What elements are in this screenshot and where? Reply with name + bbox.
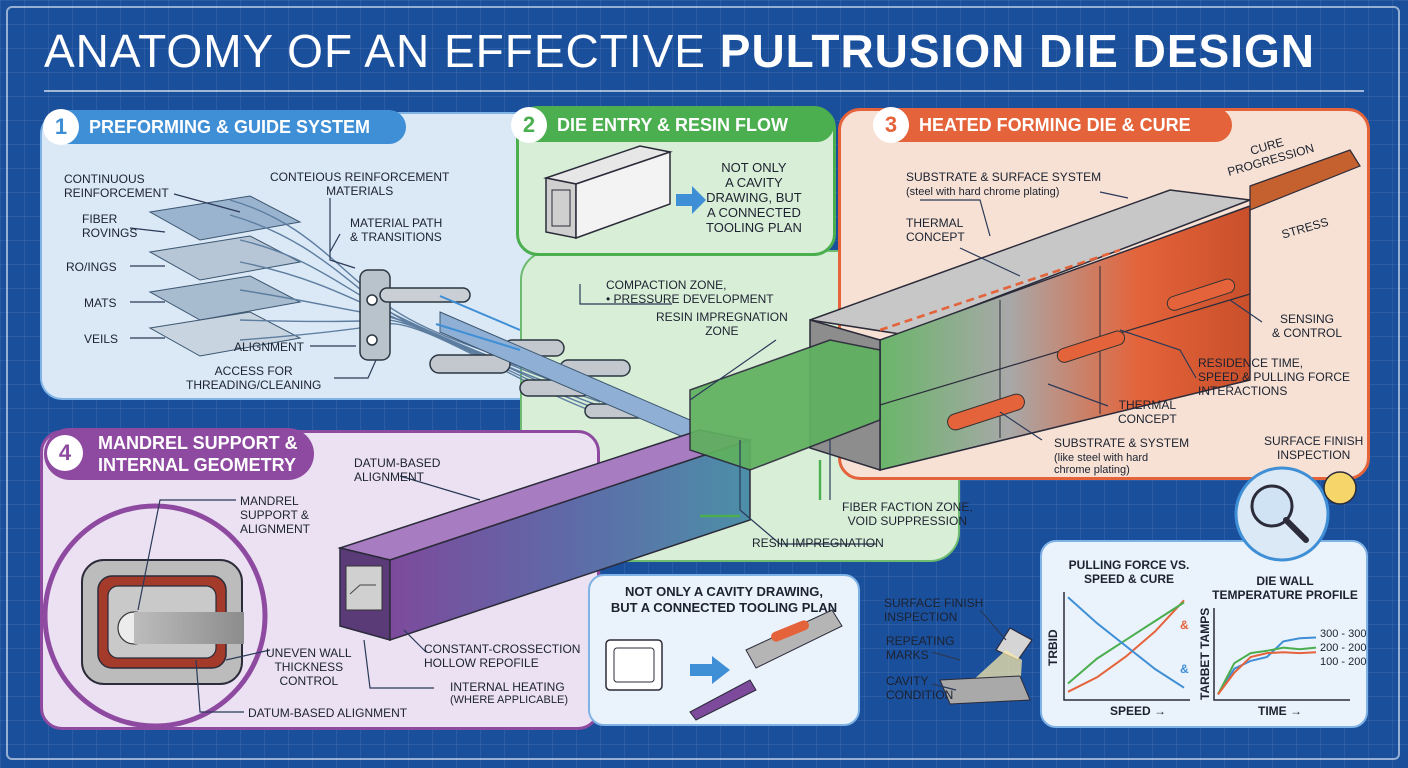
mandrel-title: MANDREL SUPPORT & INTERNAL GEOMETRY xyxy=(98,433,298,475)
label-veils: VEILS xyxy=(84,332,119,346)
label-datum-alignment: DATUM-BASED ALIGNMENT xyxy=(354,456,441,484)
label-thermal-concept: THERMAL CONCEPT xyxy=(906,216,965,244)
title-bold: PULTRUSION DIE DESIGN xyxy=(719,25,1315,77)
mats-stack xyxy=(148,195,302,357)
chart-temp-title: DIE WALL TEMPERATURE PROFILE xyxy=(1212,574,1358,602)
label-substrate-system: SUBSTRATE & SYSTEM xyxy=(1054,436,1190,450)
chart-temp-series-1 xyxy=(1217,636,1317,695)
chart-temp-xlabel: TIME → xyxy=(1258,704,1302,718)
label-compaction-zone: COMPACTION ZONE, • PRESSURE DEVELOPMENT xyxy=(606,278,774,306)
label-sensing-control: SENSING & CONTROL xyxy=(1272,312,1343,340)
chart-force-series-2 xyxy=(1067,601,1185,685)
entry-title: DIE ENTRY & RESIN FLOW xyxy=(557,115,789,135)
tooling-plan-diagram xyxy=(605,609,843,721)
die-assembly xyxy=(689,189,1251,472)
label-constant-crosssection: CONSTANT-CROSSECTION HOLLOW REPOFILE xyxy=(424,642,581,670)
heat-arrow xyxy=(879,248,1121,332)
title-underline xyxy=(44,90,1364,92)
lamp-illustration xyxy=(939,627,1033,705)
leader-lines xyxy=(129,191,1263,713)
chart-force-ylabel: TRBID xyxy=(1046,629,1060,666)
preform-number: 1 xyxy=(43,109,79,145)
chart-temp-tick-1: 300 - 300 xyxy=(1320,628,1367,640)
label-fiber-fraction: FIBER FACTION ZONE, VOID SUPPRESSION xyxy=(842,500,973,528)
entry-profile-icon xyxy=(543,145,706,240)
label-resin-impregnation: RESIN IMPREGNATION xyxy=(752,536,884,550)
entry-number: 2 xyxy=(511,107,547,143)
preform-pill: 1 PREFORMING & GUIDE SYSTEM xyxy=(43,109,406,145)
chart-force-xlabel: SPEED → xyxy=(1110,704,1167,718)
mandrel-number: 4 xyxy=(47,435,83,471)
label-mats: MATS xyxy=(84,296,117,310)
label-impregnation-zone: RESIN IMPREGNATION ZONE xyxy=(656,310,788,338)
mandrel-closeup xyxy=(42,503,268,729)
composite-profile xyxy=(337,429,753,642)
label-residence-time: RESIDENCE TIME, SPEED & PULLING FORCE IN… xyxy=(1198,356,1351,398)
entry-note: NOT ONLY A CAVITY DRAWING, BUT A CONNECT… xyxy=(706,160,802,235)
label-inspection-left: SURFACE FINISH INSPECTION xyxy=(884,596,984,624)
chart-temp-tick-2: 200 - 200 xyxy=(1320,642,1367,654)
label-uneven-wall: UNEVEN WALL THICKNESS CONTROL xyxy=(266,646,352,688)
page-title: ANATOMY OF AN EFFECTIVE PULTRUSION DIE D… xyxy=(44,24,1374,78)
chart-axes xyxy=(1063,592,1350,701)
chart-temp-series-3 xyxy=(1217,651,1317,695)
chart-force-title: PULLING FORCE VS. SPEED & CURE xyxy=(1068,558,1190,586)
fiber-band xyxy=(439,311,691,441)
label-thermal-concept-2: THERMAL CONCEPT xyxy=(1118,398,1177,426)
mandrel-pill: 4 MANDREL SUPPORT & INTERNAL GEOMETRY xyxy=(44,428,314,480)
label-alignment: ALIGNMENT xyxy=(234,340,305,354)
preform-title: PREFORMING & GUIDE SYSTEM xyxy=(89,117,371,137)
label-datum-alignment-2: DATUM-BASED ALIGNMENT xyxy=(248,706,408,720)
tooling-plan-title: NOT ONLY A CAVITY DRAWING, BUT A CONNECT… xyxy=(610,584,838,615)
chart-temp-tick-3: 100 - 200 xyxy=(1320,656,1367,668)
label-rovings: RO/INGS xyxy=(66,260,117,274)
heated-pill: 3 HEATED FORMING DIE & CURE xyxy=(873,107,1232,143)
charts-panel xyxy=(1040,540,1368,728)
label-continuous-reinforcement: CONTINUOUS REINFORCEMENT xyxy=(64,172,169,200)
label-substrate-surface: SUBSTRATE & SURFACE SYSTEM xyxy=(906,170,1102,184)
label-reinforcement-materials: CONTEIOUS REINFORCEMENT MATERIALS xyxy=(270,170,450,198)
label-repeating-marks: REPEATING MARKS xyxy=(886,634,955,662)
label-inspection-top: SURFACE FINISH INSPECTION xyxy=(1264,434,1364,462)
resin-arrows xyxy=(700,460,822,518)
chart-temp-series-2 xyxy=(1217,646,1317,695)
chart-force-plot xyxy=(1067,596,1185,693)
label-access-threading: ACCESS FOR THREADING/CLEANING xyxy=(186,364,322,392)
label-internal-heating-note: (WHERE APPLICABLE) xyxy=(450,694,568,706)
magnifier-illustration xyxy=(1234,466,1357,562)
label-mandrel-support: MANDREL SUPPORT & ALIGNMENT xyxy=(240,494,311,536)
cured-profile xyxy=(1249,149,1361,211)
chart-force-series-3 xyxy=(1067,596,1185,689)
chart-force-annotation-1: & xyxy=(1180,618,1189,632)
label-material-path: MATERIAL PATH & TRANSITIONS xyxy=(350,216,443,244)
chart-temp-ylabel: TARBET TAMPS xyxy=(1198,607,1212,700)
label-cavity-condition: CAVITY CONDITION xyxy=(886,674,954,702)
chart-temperature-plot xyxy=(1217,636,1317,695)
label-substrate-note: (steel with hard chrome plating) xyxy=(906,186,1060,198)
label-internal-heating: INTERNAL HEATING xyxy=(450,680,565,694)
title-light: ANATOMY OF AN EFFECTIVE xyxy=(44,25,720,77)
chart-force-series-1 xyxy=(1067,599,1185,693)
label-fiber-rovings: FIBER ROVINGS xyxy=(82,212,138,240)
label-substrate-system-note: (like steel with hard chrome plating) xyxy=(1054,452,1149,476)
heated-title: HEATED FORMING DIE & CURE xyxy=(919,115,1191,135)
outer-frame xyxy=(6,6,1400,760)
heated-number: 3 xyxy=(873,107,909,143)
chart-force-annotation-2: & xyxy=(1180,662,1189,676)
flow-arrows xyxy=(435,295,521,351)
entry-pill: 2 DIE ENTRY & RESIN FLOW xyxy=(511,107,834,143)
